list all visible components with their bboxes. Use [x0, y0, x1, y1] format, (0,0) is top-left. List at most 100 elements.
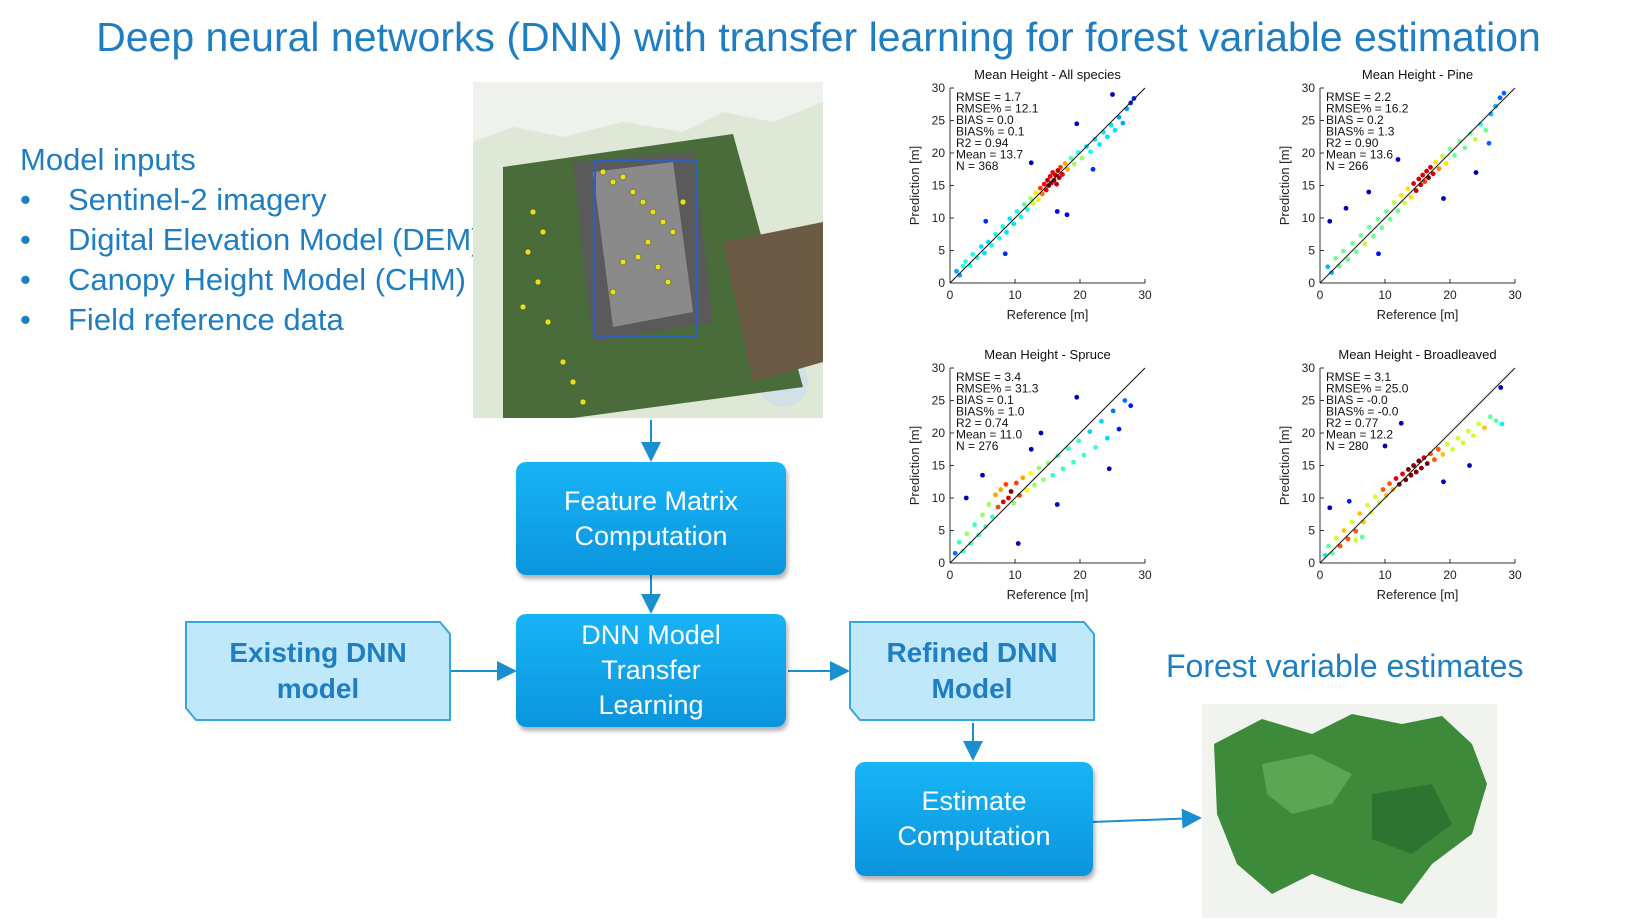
- y-tick-label: 30: [1302, 81, 1316, 95]
- scatter-point: [1486, 140, 1492, 146]
- scatter-point: [1462, 145, 1468, 151]
- scatter-point: [1013, 480, 1019, 486]
- y-tick-label: 30: [932, 361, 946, 375]
- scatter-point: [1493, 103, 1498, 109]
- plot-title: Mean Height - Spruce: [984, 348, 1110, 362]
- scatter-point: [1365, 502, 1370, 508]
- scatter-point: [1071, 459, 1076, 465]
- scatter-point: [1402, 200, 1407, 206]
- scatter-point: [1395, 208, 1401, 214]
- scatter-point: [1120, 120, 1126, 126]
- satellite-map-image: [473, 82, 823, 418]
- stats-line: BIAS% = 1.0: [956, 405, 1025, 419]
- scatter-point: [1003, 481, 1009, 487]
- scatter-point: [1372, 494, 1378, 500]
- scatter-point: [1498, 385, 1504, 390]
- y-tick-label: 5: [1308, 244, 1315, 258]
- y-tick-label: 25: [932, 114, 946, 128]
- y-tick-label: 20: [1302, 426, 1316, 440]
- scatter-point: [983, 218, 989, 224]
- scatter-point: [1036, 197, 1041, 203]
- scatter-point: [980, 512, 985, 518]
- scatter-point: [1499, 421, 1505, 427]
- scatter-point: [952, 550, 958, 556]
- stats-line: Mean = 11.0: [956, 428, 1022, 442]
- scatter-point: [1054, 209, 1060, 214]
- scatter-point: [1343, 205, 1349, 211]
- scatter-point: [960, 548, 966, 554]
- scatter-point: [1393, 476, 1399, 481]
- scatter-point: [1400, 471, 1405, 477]
- x-axis-label: Reference [m]: [1007, 307, 1089, 322]
- scatter-point: [1455, 435, 1461, 441]
- scatter-point: [1493, 418, 1499, 424]
- scatter-point: [1426, 175, 1431, 181]
- scatter-point: [982, 250, 987, 256]
- scatter-point: [1099, 418, 1104, 424]
- stats-line: BIAS = 0.2: [1326, 113, 1384, 127]
- scatter-point: [1045, 177, 1050, 183]
- scatter-point: [1370, 233, 1376, 239]
- scatter-point: [995, 504, 1001, 510]
- plot-title: Mean Height - All species: [974, 68, 1121, 82]
- scatter-point: [1337, 543, 1343, 549]
- stats-line: R2 = 0.77: [1326, 416, 1379, 430]
- stats-line: RMSE = 3.1: [1326, 370, 1391, 384]
- scatter-point: [1124, 106, 1130, 112]
- scatter-point: [1104, 435, 1110, 441]
- feature-matrix-line2: Computation: [574, 520, 728, 551]
- x-axis-label: Reference [m]: [1377, 587, 1459, 602]
- x-tick-label: 30: [1138, 288, 1152, 302]
- scatter-point: [1345, 257, 1351, 262]
- scatter-point: [1327, 218, 1333, 224]
- stats-line: BIAS = 0.0: [956, 113, 1014, 127]
- scatter-point: [963, 495, 969, 501]
- scatter-point: [1424, 168, 1429, 174]
- scatter-point: [1359, 534, 1365, 540]
- scatter-point: [1055, 168, 1061, 173]
- scatter-point: [1441, 196, 1446, 201]
- scatter-point: [1432, 457, 1437, 463]
- reference-line: [949, 367, 1146, 564]
- x-tick-label: 20: [1073, 288, 1087, 302]
- scatter-point: [1445, 441, 1450, 447]
- plot-title: Mean Height - Broadleaved: [1338, 348, 1496, 362]
- scatter-point: [1039, 191, 1045, 197]
- scatter-point: [1476, 421, 1481, 427]
- x-tick-label: 0: [947, 568, 954, 582]
- scatter-point: [1472, 136, 1478, 142]
- scatter-point: [968, 541, 974, 546]
- scatter-point: [1383, 209, 1389, 214]
- x-tick-label: 20: [1073, 568, 1087, 582]
- scatter-point: [1487, 414, 1493, 420]
- y-tick-label: 20: [932, 146, 946, 160]
- scatter-point: [1418, 182, 1424, 188]
- scatter-point: [1460, 440, 1466, 446]
- scatter-point: [1411, 181, 1416, 186]
- plot-title: Mean Height - Pine: [1362, 68, 1473, 82]
- scatter-point: [1075, 149, 1081, 155]
- scatter-point: [1428, 451, 1433, 457]
- y-tick-label: 25: [932, 394, 946, 408]
- x-tick-label: 0: [1317, 568, 1324, 582]
- x-tick-label: 10: [1378, 288, 1392, 302]
- scatter-point: [1004, 229, 1009, 235]
- scatter-point: [1406, 467, 1411, 472]
- y-tick-label: 15: [1302, 179, 1316, 193]
- stats-line: Mean = 13.7: [956, 148, 1023, 162]
- scatter-point: [1501, 90, 1507, 96]
- scatter-point: [1097, 142, 1102, 147]
- scatter-point: [1408, 472, 1414, 478]
- x-tick-label: 0: [1317, 288, 1324, 302]
- scatter-point: [1074, 121, 1080, 127]
- scatter-point: [1011, 500, 1017, 506]
- scatter-point: [1403, 477, 1409, 483]
- stats-line: N = 266: [1326, 159, 1369, 173]
- scatter-point: [1447, 146, 1453, 152]
